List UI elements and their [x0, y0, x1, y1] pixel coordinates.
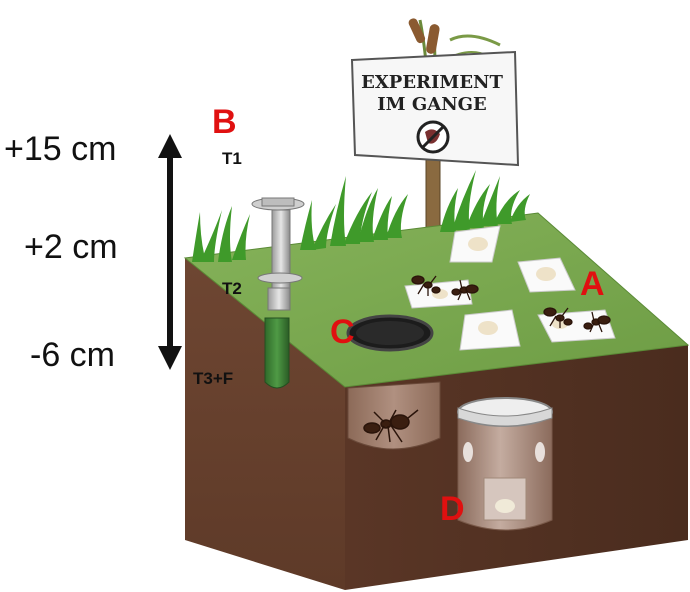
grass-blades	[192, 170, 530, 262]
height-scale	[158, 134, 182, 370]
letter-a: A	[580, 265, 605, 303]
t3f-label: T3+F	[193, 369, 233, 388]
scale-bottom-label: -6 cm	[30, 336, 115, 374]
no-entry-icon	[416, 120, 450, 154]
sign-line-1: EXPERIMENT	[361, 72, 503, 93]
letter-c: C	[330, 313, 355, 351]
ants	[411, 275, 611, 333]
scale-top-label: +15 cm	[4, 130, 116, 168]
bait-paper	[517, 257, 576, 293]
soil-probe	[251, 197, 305, 389]
experiment-sign: EXPERIMENT IM GANGE	[350, 18, 520, 241]
ant	[411, 275, 441, 296]
arrow-down-icon	[158, 346, 182, 370]
ant	[451, 279, 479, 301]
bait-paper	[449, 225, 501, 263]
ant-in-trap	[363, 409, 419, 443]
underground-jar	[457, 397, 553, 531]
ant	[543, 307, 573, 328]
t2-label: T2	[222, 279, 242, 298]
letter-b: B	[212, 103, 237, 141]
pitfall-trap	[346, 314, 441, 450]
sign-line-2: IM GANGE	[377, 94, 487, 115]
t1-label: T1	[222, 149, 242, 168]
ant	[583, 311, 611, 333]
bait-paper	[459, 309, 521, 351]
scale-middle-label: +2 cm	[24, 228, 118, 266]
arrow-up-icon	[158, 134, 182, 158]
letter-d: D	[440, 490, 465, 528]
